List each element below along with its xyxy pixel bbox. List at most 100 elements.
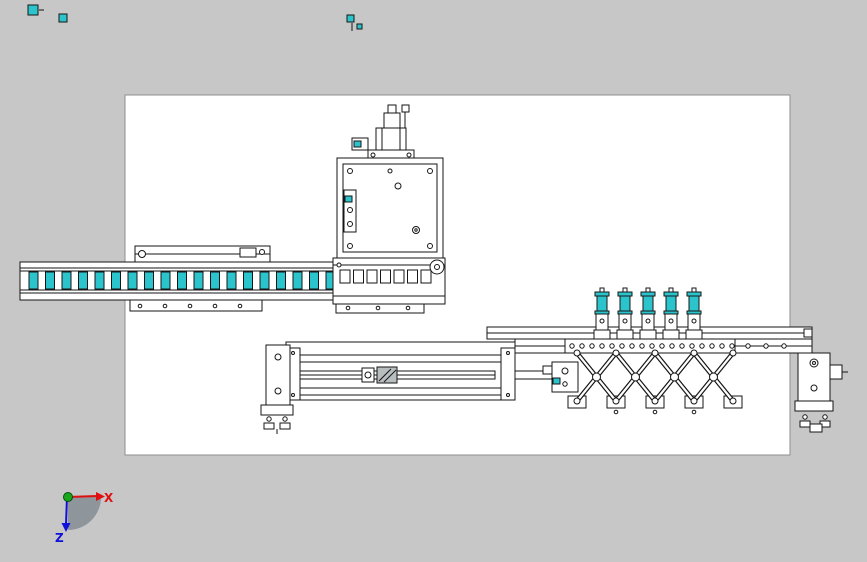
conveyor-segments	[28, 271, 336, 290]
conveyor-segment	[276, 271, 286, 290]
spool-flange-top	[663, 291, 679, 297]
rail-block	[239, 247, 257, 258]
cylinder-assembly[interactable]	[285, 341, 516, 401]
scissor-rail-screws	[569, 343, 735, 349]
screw-hole	[719, 343, 725, 349]
holder-bore	[691, 318, 697, 324]
screw-hole	[406, 152, 412, 158]
spool[interactable]	[662, 287, 680, 340]
scissor-mechanism[interactable]	[564, 338, 743, 415]
stray-fragments	[27, 4, 363, 31]
conveyor-base-plate	[129, 299, 263, 312]
actuator-top	[383, 112, 401, 129]
holder-bore	[645, 318, 651, 324]
screw-hole	[649, 343, 655, 349]
center-pivot	[709, 372, 718, 382]
screw-hole	[579, 343, 585, 349]
fragment-icon	[356, 23, 363, 30]
spool-base	[662, 329, 680, 340]
actuator-body	[375, 127, 407, 151]
plate-inner-edge	[342, 163, 438, 253]
spool[interactable]	[685, 287, 703, 340]
pivot-hole	[562, 381, 568, 387]
spool[interactable]	[593, 287, 611, 340]
screw-hole	[699, 343, 705, 349]
screw-hole	[274, 353, 282, 361]
rod-guide-bore	[364, 371, 372, 379]
pivot	[651, 349, 659, 357]
pneumatic-fitting	[344, 195, 353, 203]
spool-flange-top	[640, 291, 656, 297]
center-mount	[809, 423, 823, 433]
spool-flange-bottom	[686, 310, 702, 315]
pivot-hole	[809, 358, 819, 368]
screw-hole	[370, 152, 376, 158]
spool-holder	[664, 313, 678, 331]
leveling-screw	[802, 414, 808, 420]
conveyor-segment	[210, 271, 220, 290]
coupling-link[interactable]	[514, 361, 579, 393]
spool-holder	[618, 313, 632, 331]
spool-body	[688, 295, 700, 312]
screw-hole	[138, 250, 146, 258]
pivot	[690, 349, 698, 357]
spool-holder	[687, 313, 701, 331]
screw-hole	[345, 305, 351, 311]
right-support-bracket[interactable]	[794, 352, 848, 433]
pivot	[573, 349, 581, 357]
gripper-slot	[393, 269, 405, 284]
spool[interactable]	[639, 287, 657, 340]
vertical-actuator-assembly[interactable]	[332, 104, 446, 314]
leveling-screw	[282, 416, 288, 422]
screw-hole	[689, 343, 695, 349]
screw-hole	[619, 343, 625, 349]
conveyor-segment	[193, 271, 204, 290]
screw-hole	[187, 303, 193, 309]
screw-hole	[237, 303, 243, 309]
screw-hole	[347, 207, 353, 213]
spool-flange-bottom	[617, 310, 633, 315]
leveling-nut	[279, 422, 291, 430]
screw-hole	[162, 303, 168, 309]
spool-base	[593, 329, 611, 340]
fragment-icon	[27, 4, 39, 16]
screw-hole	[405, 305, 411, 311]
screw-hole	[394, 182, 402, 190]
spool-base	[639, 329, 657, 340]
leveling-screw	[822, 414, 828, 420]
screw-hole	[659, 343, 665, 349]
screw-hole	[810, 384, 818, 392]
gripper-slot	[366, 269, 378, 284]
actuator-cap	[387, 104, 397, 114]
spools	[593, 287, 703, 340]
spool-flange-top	[617, 291, 633, 297]
conveyor-segment	[78, 271, 88, 290]
actuator-cap	[401, 104, 410, 113]
bracket-foot	[260, 404, 294, 416]
pivot	[729, 349, 737, 357]
screw-hole	[709, 343, 715, 349]
screw-hole	[427, 168, 433, 174]
rod-guide	[361, 367, 375, 383]
center-pivot	[670, 372, 679, 382]
spool-base	[616, 329, 634, 340]
left-support-bracket[interactable]	[260, 344, 294, 434]
pivot	[729, 397, 737, 405]
screw-hole	[589, 343, 595, 349]
screw-hole	[639, 343, 645, 349]
pneumatic-fitting	[552, 377, 561, 385]
spool-holder	[641, 313, 655, 331]
screw-hole	[781, 343, 787, 349]
feeder-top-rail[interactable]	[134, 245, 271, 263]
scissor-arms	[567, 349, 743, 415]
spool[interactable]	[616, 287, 634, 340]
linear-transfer-assembly[interactable]	[260, 287, 848, 434]
screw-hole	[375, 305, 381, 311]
screw-hole	[569, 343, 575, 349]
conveyor-segment	[28, 271, 39, 290]
leveling-nut	[263, 422, 275, 430]
pivot	[573, 397, 581, 405]
screw-hole	[427, 243, 433, 249]
fragment-icon	[58, 13, 68, 23]
